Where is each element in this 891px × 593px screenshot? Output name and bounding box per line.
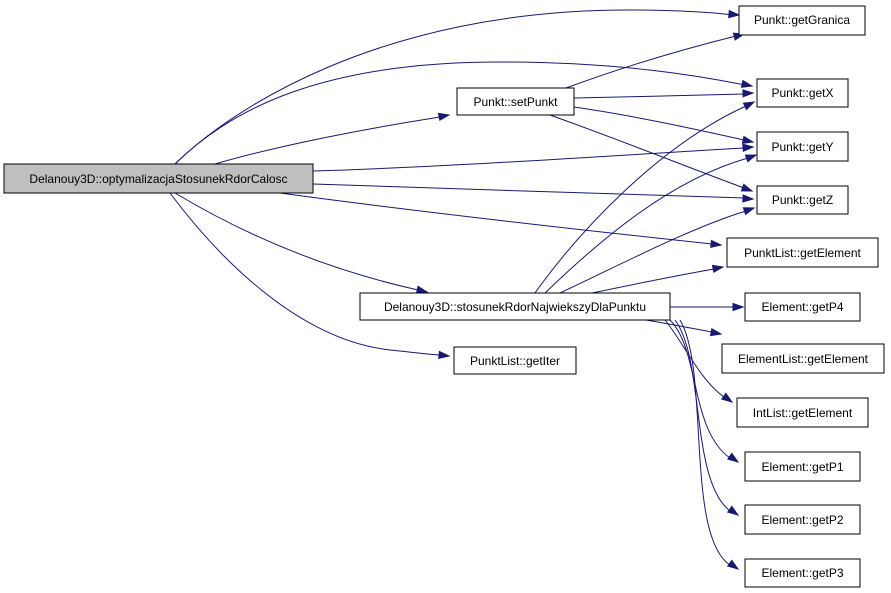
edge-stosunek-to-getX [534, 101, 756, 294]
edge-stosunek-to-punktListGetElement [591, 264, 725, 294]
node-stosunek[interactable]: Delanouy3D::stosunekRdorNajwiekszyDlaPun… [359, 292, 671, 321]
node-get-p2[interactable]: Element::getP2 [744, 504, 861, 535]
node-stosunek-label: Delanouy3D::stosunekRdorNajwiekszyDlaPun… [384, 300, 646, 314]
edge-arrowhead [438, 350, 451, 360]
node-get-z-label: Punkt::getZ [772, 193, 833, 207]
edge-line [674, 319, 731, 512]
edge-line [679, 319, 731, 566]
node-elementlist-get-element-label: ElementList::getElement [738, 352, 869, 366]
node-get-p3-label: Element::getP3 [761, 566, 843, 580]
node-set-punkt-label: Punkt::setPunkt [473, 95, 558, 109]
node-punktlist-get-element-label: PunktList::getElement [744, 246, 861, 260]
node-get-granica-label: Punkt::getGranica [754, 13, 850, 27]
edge-root-to-getZ [312, 183, 755, 203]
edge-stosunek-to-elementListGetElement [645, 319, 723, 337]
node-get-x[interactable]: Punkt::getX [756, 78, 849, 108]
edge-root-to-getIter [169, 192, 451, 360]
node-root[interactable]: Delanouy3D::optymalizacjaStosunekRdorCal… [3, 163, 314, 194]
node-get-p1[interactable]: Element::getP1 [744, 451, 861, 482]
node-root-label: Delanouy3D::optymalizacjaStosunekRdorCal… [29, 172, 287, 186]
node-get-p1-label: Element::getP1 [761, 460, 843, 474]
edge-stosunek-to-getP1 [669, 319, 740, 463]
edge-arrowhead [742, 207, 756, 216]
node-get-p3[interactable]: Element::getP3 [744, 558, 861, 588]
edge-stosunek-to-getY [544, 154, 758, 294]
edge-arrowhead [726, 452, 740, 463]
edge-arrowhead [415, 285, 429, 294]
edge-stosunek-to-getP2 [674, 319, 740, 516]
edge-line [312, 147, 745, 172]
edge-setPunkt-to-getY [573, 106, 755, 144]
edge-arrowhead [726, 505, 740, 516]
edge-line [565, 35, 737, 89]
edge-arrowhead [726, 559, 740, 570]
node-get-x-label: Punkt::getX [771, 86, 833, 100]
edge-line [645, 319, 713, 333]
edge-setPunkt-to-getX [573, 89, 755, 99]
edge-arrowhead [740, 183, 754, 192]
edge-line [669, 319, 731, 459]
edge-setPunkt-to-getZ [549, 114, 754, 192]
edges-layer [169, 9, 758, 570]
edge-arrowhead [744, 154, 758, 163]
node-elementlist-get-element[interactable]: ElementList::getElement [721, 343, 885, 374]
edge-arrowhead [732, 302, 745, 312]
edge-line [534, 105, 747, 294]
edge-line [279, 192, 713, 245]
node-get-iter[interactable]: PunktList::getIter [453, 346, 577, 375]
node-get-z[interactable]: Punkt::getZ [756, 185, 849, 215]
edge-arrowhead [742, 143, 755, 152]
node-get-y-label: Punkt::getY [771, 140, 833, 154]
node-intlist-get-element-label: IntList::getElement [753, 406, 853, 420]
edge-arrowhead [741, 135, 755, 144]
edge-line [559, 210, 747, 294]
edge-arrowhead [742, 194, 755, 203]
edge-stosunek-to-getP3 [679, 319, 740, 570]
edge-arrowhead [728, 9, 741, 19]
edge-arrowhead [709, 328, 723, 337]
edge-line [591, 268, 715, 294]
edge-arrowhead [711, 264, 725, 273]
edge-arrowhead [742, 89, 755, 98]
edge-stosunek-to-getP4 [669, 302, 745, 312]
edge-arrowhead [742, 101, 756, 111]
edge-line [214, 116, 441, 165]
edge-line [573, 93, 745, 99]
edge-line [664, 319, 725, 398]
edge-line [174, 61, 746, 165]
edge-stosunek-to-getZ [559, 207, 756, 294]
node-get-granica[interactable]: Punkt::getGranica [738, 5, 866, 36]
edge-arrowhead [710, 239, 723, 249]
edge-arrowhead [437, 112, 451, 121]
edge-line [169, 192, 441, 356]
edge-line [312, 183, 746, 199]
node-get-y[interactable]: Punkt::getY [756, 131, 849, 162]
node-get-p4-label: Element::getP4 [761, 300, 843, 314]
node-get-p2-label: Element::getP2 [761, 513, 843, 527]
edge-root-to-punktListGetElement [279, 192, 723, 249]
edge-root-to-setPunkt [214, 112, 451, 165]
edge-root-to-stosunek [174, 192, 429, 294]
edge-line [174, 192, 419, 291]
node-intlist-get-element[interactable]: IntList::getElement [736, 397, 869, 428]
nodes-layer: Delanouy3D::optymalizacjaStosunekRdorCal… [3, 5, 885, 588]
edge-line [549, 114, 745, 189]
node-punktlist-get-element[interactable]: PunktList::getElement [726, 237, 879, 268]
edge-root-to-getGranica [174, 9, 741, 165]
edge-line [573, 106, 745, 141]
edge-arrowhead [740, 79, 754, 88]
edge-root-to-getX [174, 61, 754, 165]
node-set-punkt[interactable]: Punkt::setPunkt [456, 87, 575, 116]
edge-arrowhead [720, 392, 734, 403]
edge-line [544, 157, 749, 294]
edge-line [174, 9, 733, 165]
node-get-p4[interactable]: Element::getP4 [744, 292, 861, 322]
edge-stosunek-to-intListGetElement [664, 319, 734, 403]
edge-root-to-getY [312, 143, 755, 172]
node-get-iter-label: PunktList::getIter [470, 354, 560, 368]
